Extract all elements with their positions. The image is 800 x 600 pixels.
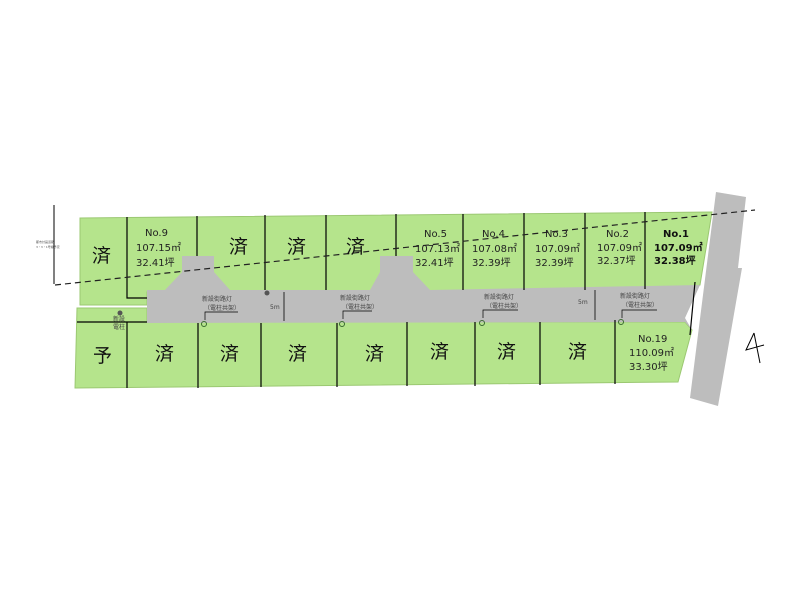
road-width-dimension-2: 5m — [578, 290, 596, 320]
lot-area: 107.09㎡ — [535, 243, 580, 255]
svg-text:5m: 5m — [578, 299, 588, 306]
lot-number: No.1 — [663, 229, 689, 240]
lot-sold-mark: 済 — [288, 343, 307, 365]
svg-text:5m: 5m — [270, 304, 280, 311]
svg-text:新設街路灯: 新設街路灯 — [620, 292, 650, 300]
lot-area: 107.15㎡ — [136, 242, 181, 254]
utility-pole-marker — [264, 290, 270, 296]
lot-number: No.2 — [606, 229, 629, 240]
lot-sold-mark: 済 — [229, 236, 248, 258]
lot-number: No.9 — [145, 228, 168, 239]
new-utility-pole: 新設 電柱 — [113, 310, 125, 331]
svg-text:新設街路灯: 新設街路灯 — [202, 295, 232, 303]
lot-area: 107.08㎡ — [472, 243, 517, 255]
main-road — [690, 192, 746, 406]
lot-reserved-mark: 予 — [93, 345, 112, 367]
lot-sold-mark: 済 — [92, 245, 111, 267]
lot-tsubo: 33.30坪 — [629, 360, 668, 373]
internal-road — [147, 256, 700, 330]
lot-number: No.5 — [424, 229, 447, 240]
lot-area: 107.09㎡ — [597, 242, 642, 254]
lot-sold-mark: 済 — [155, 343, 174, 365]
street-light-2: 新設街路灯 （電柱共架） — [339, 294, 378, 327]
lot-sold-mark: 済 — [568, 341, 587, 363]
lot-tsubo: 32.39坪 — [535, 256, 574, 269]
svg-text:（電柱共架）: （電柱共架） — [486, 302, 522, 310]
svg-text:（電柱共架）: （電柱共架） — [204, 304, 240, 312]
lot-area: 107.13㎡ — [415, 243, 460, 255]
street-light-1: 新設街路灯 （電柱共架） — [201, 295, 240, 327]
lot-sold-mark: 済 — [346, 236, 365, 258]
svg-text:新設: 新設 — [113, 315, 125, 323]
lot-area: 110.09㎡ — [629, 347, 674, 359]
svg-text:（電柱共架）: （電柱共架） — [342, 303, 378, 311]
road-width-dimension-1: 5m — [270, 292, 285, 321]
lot-number: No.19 — [638, 334, 667, 345]
planned-road-line — [54, 209, 756, 286]
lot-tsubo: 32.39坪 — [472, 256, 511, 269]
lot-number: No.4 — [482, 229, 505, 240]
svg-text:（電柱共架）: （電柱共架） — [622, 301, 658, 309]
lot-tsubo: 32.37坪 — [597, 254, 636, 267]
lot-sold-mark: 済 — [220, 343, 239, 365]
plan-note-2: 3・3・1号線予定 — [36, 244, 60, 249]
lot-tsubo: 32.41坪 — [136, 256, 175, 269]
lot-area: 107.09㎡ — [654, 241, 703, 254]
svg-text:新設街路灯: 新設街路灯 — [340, 294, 370, 302]
lot-sold-mark: 済 — [287, 236, 306, 258]
plan-note-1: 都市計画道路 — [36, 239, 54, 244]
lot-tsubo: 32.41坪 — [415, 256, 454, 269]
street-light-3: 新設街路灯 （電柱共架） — [479, 293, 522, 326]
lot-sold-mark: 済 — [497, 341, 516, 363]
street-light-4: 新設街路灯 （電柱共架） — [618, 292, 658, 325]
lot-sold-mark: 済 — [430, 341, 449, 363]
svg-text:電柱: 電柱 — [113, 323, 125, 331]
lot-tsubo: 32.38坪 — [654, 254, 696, 267]
lot-boundaries — [77, 212, 696, 388]
north-arrow-icon — [745, 332, 765, 364]
lot-sold-mark: 済 — [365, 343, 384, 365]
lot-number: No.3 — [545, 229, 568, 240]
svg-text:新設街路灯: 新設街路灯 — [484, 293, 514, 301]
